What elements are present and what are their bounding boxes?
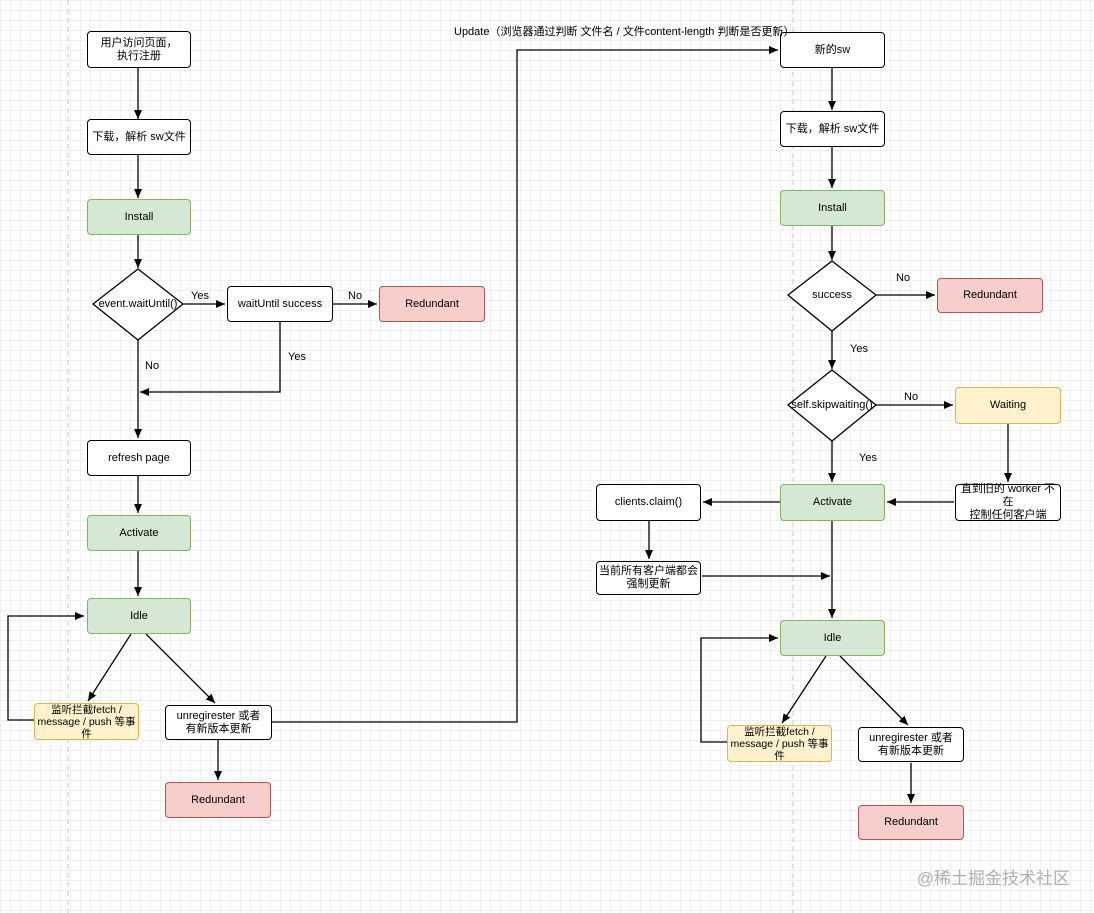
label-yes-skipwaiting: Yes — [859, 452, 877, 464]
node-waituntil-success: waitUntil success — [227, 286, 333, 322]
node-download-left: 下载，解析 sw文件 — [87, 119, 191, 155]
node-redundant-bottom-left: Redundant — [165, 782, 271, 818]
label-yes-waituntil: Yes — [191, 290, 209, 302]
node-user-visit: 用户访问页面， 执行注册 — [87, 31, 191, 68]
node-idle-right: Idle — [780, 620, 885, 656]
label-no-success-left: No — [348, 290, 363, 302]
decision-diamond-skipwaiting — [786, 369, 878, 442]
node-redundant-bottom-right: Redundant — [858, 805, 964, 840]
node-waiting: Waiting — [955, 387, 1061, 424]
watermark: @稀土掘金技术社区 — [916, 869, 1070, 888]
edge-idle-listen-right — [781, 655, 827, 724]
edge-idle-listen-left — [87, 633, 132, 702]
decision-diamond-waituntil — [91, 268, 185, 341]
node-activate-left: Activate — [87, 515, 191, 551]
node-listen-left: 监听拦截fetch / message / push 等事 件 — [34, 703, 139, 740]
node-until-old-worker: 直到旧的 worker 不在 控制任何客户端 — [955, 483, 1061, 521]
edge-listen-loop-left — [7, 612, 84, 721]
label-yes-success-left: Yes — [288, 351, 306, 363]
node-refresh-page: refresh page — [87, 440, 191, 476]
decision-diamond-success — [786, 260, 878, 332]
edge-listen-loop-right — [700, 634, 778, 743]
label-yes-success-right: Yes — [850, 343, 868, 355]
node-idle-left: Idle — [87, 598, 191, 634]
node-unregister-right: unregirester 或者 有新版本更新 — [858, 727, 964, 762]
node-redundant-top-right: Redundant — [937, 278, 1043, 313]
node-listen-right: 监听拦截fetch / message / push 等事 件 — [727, 725, 832, 762]
node-download-right: 下载，解析 sw文件 — [780, 111, 885, 147]
label-no-success-right: No — [896, 272, 911, 284]
edge-idle-unregister-left — [145, 633, 216, 704]
node-unregister-left: unregirester 或者 有新版本更新 — [165, 705, 272, 740]
node-activate-right: Activate — [780, 484, 885, 521]
node-install-right: Install — [780, 190, 885, 226]
edge-success-merge — [140, 322, 281, 396]
decision-success-label: success — [812, 289, 852, 301]
node-new-sw: 新的sw — [780, 32, 885, 68]
node-redundant-top-left: Redundant — [379, 286, 485, 322]
label-no-waituntil: No — [145, 360, 160, 372]
label-update: Update（浏览器通过判断 文件名 / 文件content-length 判断… — [454, 26, 795, 38]
node-clients-claim: clients.claim() — [596, 484, 701, 521]
label-no-skipwaiting: No — [904, 391, 919, 403]
decision-waituntil-label: event.waitUntil() — [98, 298, 178, 310]
edge-idle-unregister-right — [839, 655, 909, 726]
decision-skipwaiting-label: self.skipwaiting() — [791, 399, 873, 411]
node-force-update: 当前所有客户端都会 强制更新 — [596, 561, 701, 595]
node-install-left: Install — [87, 199, 191, 235]
edge-update — [272, 46, 778, 723]
